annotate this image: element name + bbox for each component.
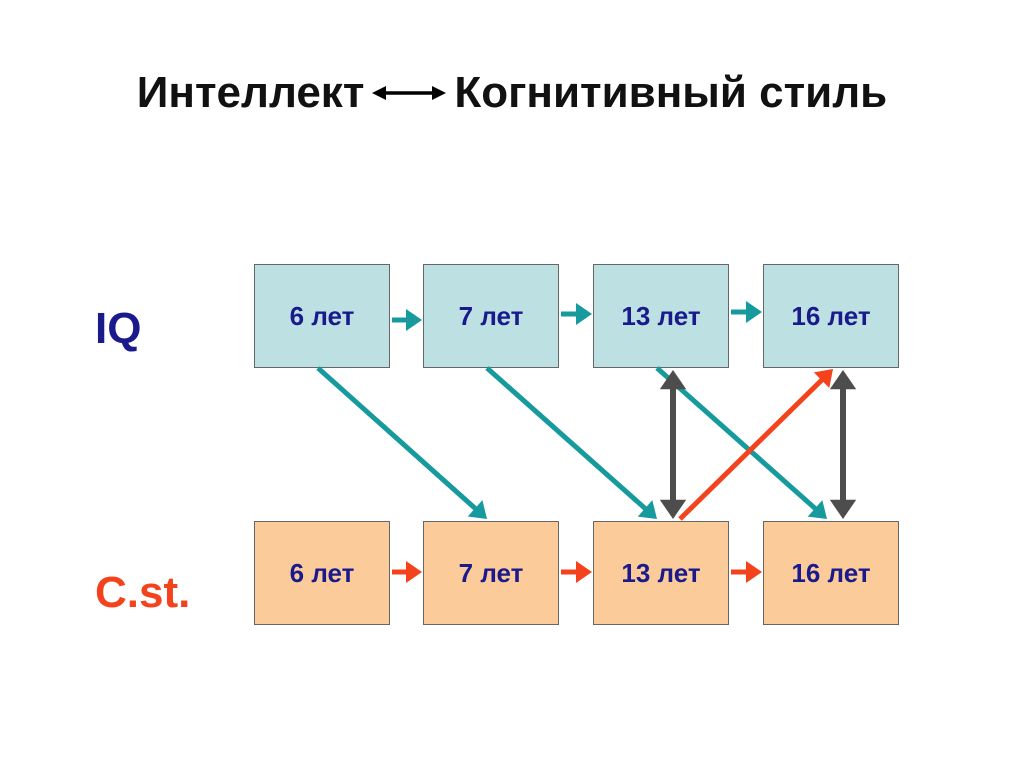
- slide-title: Интеллект Когнитивный стиль: [0, 68, 1024, 118]
- arrow-iq3-to-cst4: [655, 366, 827, 519]
- double-arrow-icon: [372, 86, 447, 100]
- arrow-cst1-to-cst2: [392, 561, 422, 583]
- arrow-iq4-to-cst4: [829, 370, 857, 519]
- row-label-cst: C.st.: [95, 568, 191, 617]
- iq-box-4: 16 лет: [763, 264, 899, 368]
- arrow-iq2-to-cst3: [485, 366, 657, 519]
- arrow-iq3-to-cst3: [659, 370, 687, 519]
- arrow-iq1-to-cst2: [316, 366, 487, 519]
- title-right: Когнитивный стиль: [454, 68, 888, 117]
- arrow-cst2-to-cst3: [561, 561, 592, 583]
- cst-box-1: 6 лет: [254, 521, 390, 625]
- cst-box-3: 13 лет: [593, 521, 729, 625]
- arrow-cst3-to-cst4: [731, 561, 762, 583]
- arrow-iq1-to-iq2: [392, 309, 422, 331]
- arrow-iq2-to-iq3: [561, 303, 592, 325]
- iq-box-2: 7 лет: [423, 264, 559, 368]
- title-left: Интеллект: [136, 68, 365, 117]
- cst-box-4: 16 лет: [763, 521, 899, 625]
- row-label-iq: IQ: [95, 304, 142, 353]
- arrow-cst3-to-iq4: [678, 369, 833, 521]
- arrow-iq3-to-iq4: [731, 301, 762, 323]
- cst-box-2: 7 лет: [423, 521, 559, 625]
- iq-box-3: 13 лет: [593, 264, 729, 368]
- iq-box-1: 6 лет: [254, 264, 390, 368]
